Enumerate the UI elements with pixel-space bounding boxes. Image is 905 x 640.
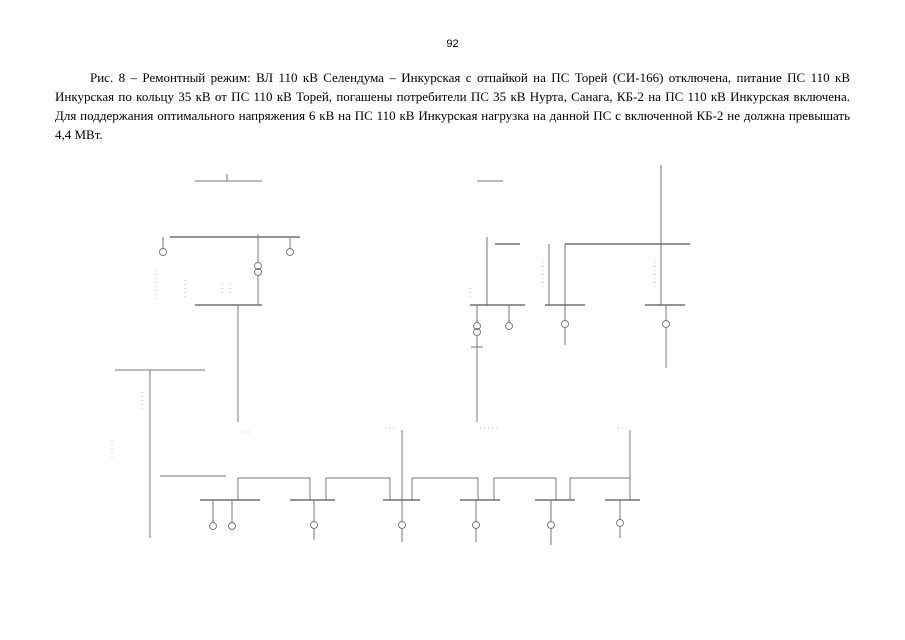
transformer-symbol — [473, 328, 481, 336]
transformer-symbol — [209, 522, 217, 530]
ring-35kv — [160, 427, 640, 545]
transformer-symbol — [159, 248, 167, 256]
substation-right-upper — [469, 165, 690, 422]
transformer-symbol — [616, 519, 624, 527]
transformer-symbol — [561, 320, 569, 328]
figure-caption: Рис. 8 – Ремонтный режим: ВЛ 110 кВ Селе… — [55, 70, 850, 142]
substation-left-upper — [155, 174, 300, 422]
ring-section — [325, 477, 391, 500]
substation-left-middle — [111, 369, 205, 538]
transformer-symbol — [472, 521, 480, 529]
transformer-symbol — [254, 262, 262, 270]
transformer-symbol — [662, 320, 670, 328]
ring-section — [411, 477, 479, 500]
ring-section — [493, 477, 557, 500]
transformer-symbol — [398, 521, 406, 529]
transformer-symbol — [228, 522, 236, 530]
transformer-symbol — [505, 322, 513, 330]
page-number: 92 — [446, 38, 459, 50]
transformer-symbol — [254, 268, 262, 276]
transformer-symbol — [310, 521, 318, 529]
ring-section — [237, 477, 311, 500]
transformer-symbol — [473, 322, 481, 330]
ring-section — [569, 477, 630, 500]
transformer-symbol — [547, 521, 555, 529]
transformer-symbol — [286, 248, 294, 256]
